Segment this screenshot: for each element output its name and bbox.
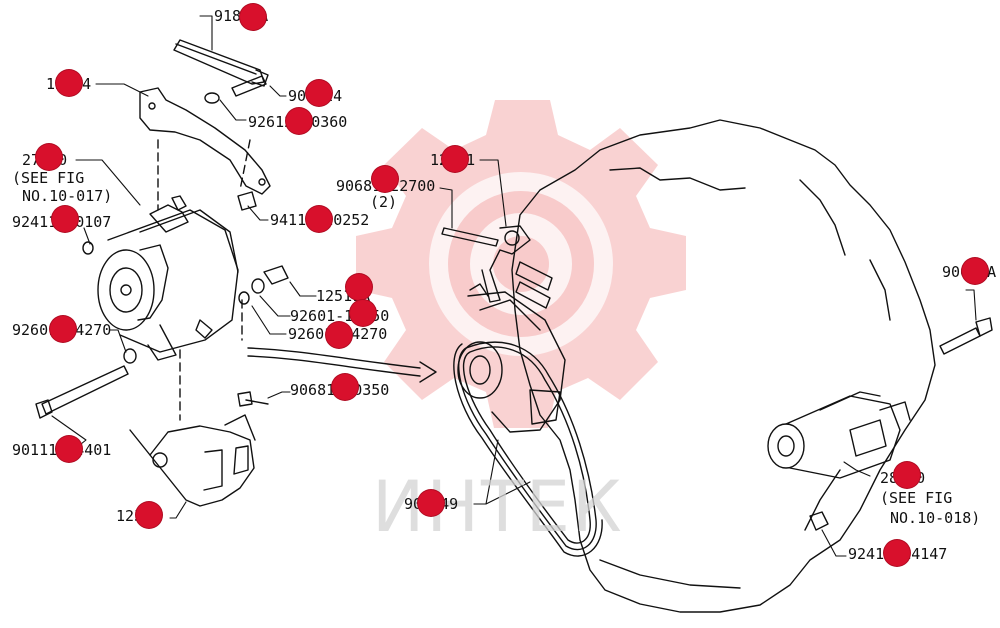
- pulley-assembly: [457, 283, 566, 433]
- marker-92612-10360: [286, 108, 312, 134]
- v-belt: [453, 341, 603, 557]
- label-28100-note-line1: (SEE FIG: [880, 489, 953, 507]
- starter-motor: [767, 391, 911, 479]
- marker-92411-14147: [884, 540, 910, 566]
- marker-27040: [36, 144, 62, 170]
- marker-94112-10252: [306, 206, 332, 232]
- engine-side-bracket: [441, 225, 553, 309]
- marker-92411-10107: [52, 206, 78, 232]
- long-bolt-lower: [35, 365, 129, 419]
- brand-watermark: ИНТЕК: [372, 466, 624, 548]
- routing-arrow: [247, 347, 437, 383]
- long-bolt-top: [173, 39, 269, 87]
- engine-block: [511, 119, 936, 613]
- washers: [82, 191, 289, 407]
- alignment-lines: [157, 139, 251, 421]
- lower-bracket: [129, 414, 256, 507]
- marker-90681-22700: [372, 166, 398, 192]
- marker-92601-14270-right: [326, 322, 352, 348]
- nut-starter: [809, 511, 829, 531]
- marker-91891a: [240, 4, 266, 30]
- marker-28100: [894, 462, 920, 488]
- marker-90691a: [962, 258, 988, 284]
- marker-12514: [56, 70, 82, 96]
- label-28100-note-line2: NO.10-018): [890, 509, 981, 527]
- marker-92601-14350: [350, 300, 376, 326]
- marker-92601-14270-left: [50, 316, 76, 342]
- marker-12281: [442, 146, 468, 172]
- marker-900149: [418, 490, 444, 516]
- bolt-90691a: [939, 317, 993, 355]
- marker-12511a: [346, 274, 372, 300]
- label-27040-note-line1: (SEE FIG: [12, 169, 85, 187]
- upper-bracket: [139, 87, 271, 195]
- alternator: [97, 195, 239, 361]
- small-bolt-900124: [204, 75, 267, 104]
- marker-900124: [306, 80, 332, 106]
- marker-90681-10350: [332, 374, 358, 400]
- marker-90111-64401: [56, 436, 82, 462]
- label-27040-note-line2: NO.10-017): [22, 187, 113, 205]
- marker-12511: [136, 502, 162, 528]
- label-90681-22700-qty: (2): [370, 193, 398, 211]
